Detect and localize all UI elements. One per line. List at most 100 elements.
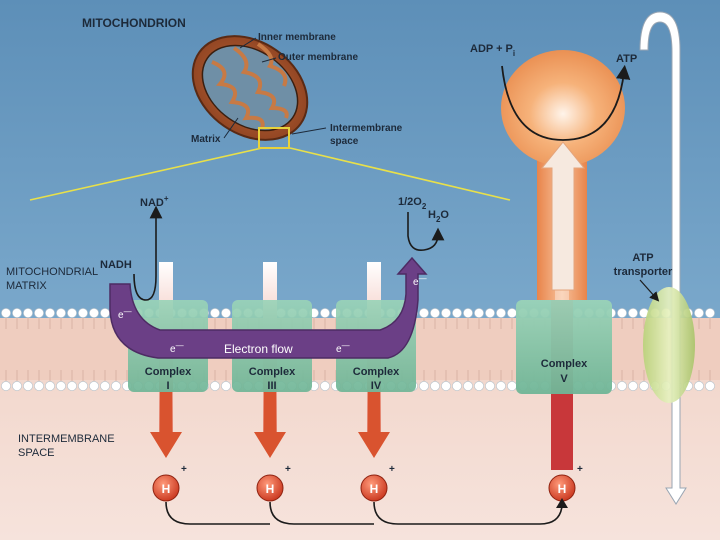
svg-text:+: +: [389, 464, 395, 475]
svg-text:H: H: [162, 482, 171, 496]
label-outer-membrane: Outer membrane: [278, 52, 358, 63]
matrix-label-line1: MITOCHONDRIAL: [6, 266, 98, 278]
lipid-head: [12, 381, 22, 391]
lipid-head: [441, 308, 451, 318]
lipid-head: [474, 381, 484, 391]
lipid-head: [452, 381, 462, 391]
lipid-head: [320, 308, 330, 318]
lipid-head: [320, 381, 330, 391]
lipid-head: [221, 308, 231, 318]
lipid-head: [617, 308, 627, 318]
lipid-head: [694, 381, 704, 391]
electron-label-mid-left: e—: [170, 341, 184, 355]
svg-text:H: H: [266, 482, 275, 496]
svg-text:H: H: [370, 482, 379, 496]
proton-arrow-iv: [358, 392, 390, 458]
leader-intermembrane: [291, 127, 327, 135]
lipid-head: [1, 308, 11, 318]
proton-arrow-i: [150, 392, 182, 458]
water-label: H2O: [428, 209, 449, 224]
transporter-label-line1: ATP: [632, 252, 653, 264]
complex-iii-name: Complex: [249, 366, 296, 378]
nadh-label: NADH: [100, 259, 132, 271]
lipid-head: [89, 381, 99, 391]
lipid-head: [419, 308, 429, 318]
lipid-head: [111, 381, 121, 391]
complex-v: [516, 300, 612, 394]
synthase-head: [501, 50, 625, 166]
lipid-head: [463, 381, 473, 391]
lipid-head: [694, 308, 704, 318]
electron-label-mid-right: e—: [336, 341, 350, 355]
lipid-head: [67, 308, 77, 318]
lipid-head: [100, 308, 110, 318]
zoom-box: [258, 127, 290, 149]
lipid-head: [430, 308, 440, 318]
lipid-head: [34, 308, 44, 318]
proton-iii: H +: [256, 464, 291, 502]
lipid-head: [485, 308, 495, 318]
svg-text:H: H: [558, 482, 567, 496]
complex-iv-name: Complex: [353, 366, 400, 378]
lipid-head: [639, 381, 649, 391]
electron-label-left: e—: [118, 307, 132, 321]
lipid-head: [12, 308, 22, 318]
complex-v-name: Complex: [541, 358, 588, 370]
lipid-head: [419, 381, 429, 391]
lipid-head: [507, 308, 517, 318]
lipid-head: [463, 308, 473, 318]
lipid-head: [705, 308, 715, 318]
lipid-head: [210, 308, 220, 318]
leader-outer-membrane: [261, 57, 277, 63]
lipid-head: [221, 381, 231, 391]
adp-to-atp-arc: [501, 64, 631, 141]
lipid-head: [56, 381, 66, 391]
zoom-line-right: [289, 147, 511, 201]
oxygen-label: 1/2O2: [398, 196, 427, 211]
matrix-label-line2: MATRIX: [6, 280, 47, 292]
lipid-head: [441, 381, 451, 391]
proton-arrow-iii: [254, 392, 286, 458]
electron-label-right: e—: [413, 274, 427, 288]
label-intermembrane: Intermembrane: [330, 123, 403, 134]
lipid-head: [67, 381, 77, 391]
electron-flow-label: Electron flow: [224, 342, 293, 356]
label-inner-membrane: Inner membrane: [258, 32, 336, 43]
atp-label: ATP: [616, 53, 637, 65]
complex-iii-numeral: III: [267, 380, 276, 392]
lipid-head: [507, 381, 517, 391]
lipid-head: [452, 308, 462, 318]
lipid-head: [56, 308, 66, 318]
label-matrix: Matrix: [191, 134, 221, 145]
svg-text:+: +: [577, 464, 583, 475]
complex-iv-numeral: IV: [371, 380, 382, 392]
complex-v-numeral: V: [560, 373, 568, 385]
proton-return-path: [165, 501, 563, 525]
transporter-leader: [639, 279, 660, 302]
lipid-head: [628, 381, 638, 391]
lipid-head: [210, 381, 220, 391]
svg-text:+: +: [181, 464, 187, 475]
label-intermembrane-space: space: [330, 136, 359, 147]
transporter-label-line2: transporter: [614, 266, 673, 278]
complex-i-name: Complex: [145, 366, 192, 378]
atp-transporter: [643, 287, 695, 403]
lipid-head: [1, 381, 11, 391]
svg-text:+: +: [285, 464, 291, 475]
lipid-head: [78, 308, 88, 318]
synthase-up-arrow: [540, 141, 586, 291]
mitochondrion-illustration: [191, 35, 309, 149]
proton-iv: H +: [360, 464, 395, 502]
lipid-head: [23, 308, 33, 318]
lipid-head: [78, 381, 88, 391]
ims-label-line2: SPACE: [18, 447, 54, 459]
lipid-head: [23, 381, 33, 391]
lipid-head: [45, 308, 55, 318]
lipid-head: [485, 381, 495, 391]
lipid-head: [100, 381, 110, 391]
proton-i: H +: [152, 464, 187, 502]
adp-label: ADP + Pi: [470, 43, 515, 58]
electron-flow-band: [109, 256, 428, 359]
lipid-head: [628, 308, 638, 318]
